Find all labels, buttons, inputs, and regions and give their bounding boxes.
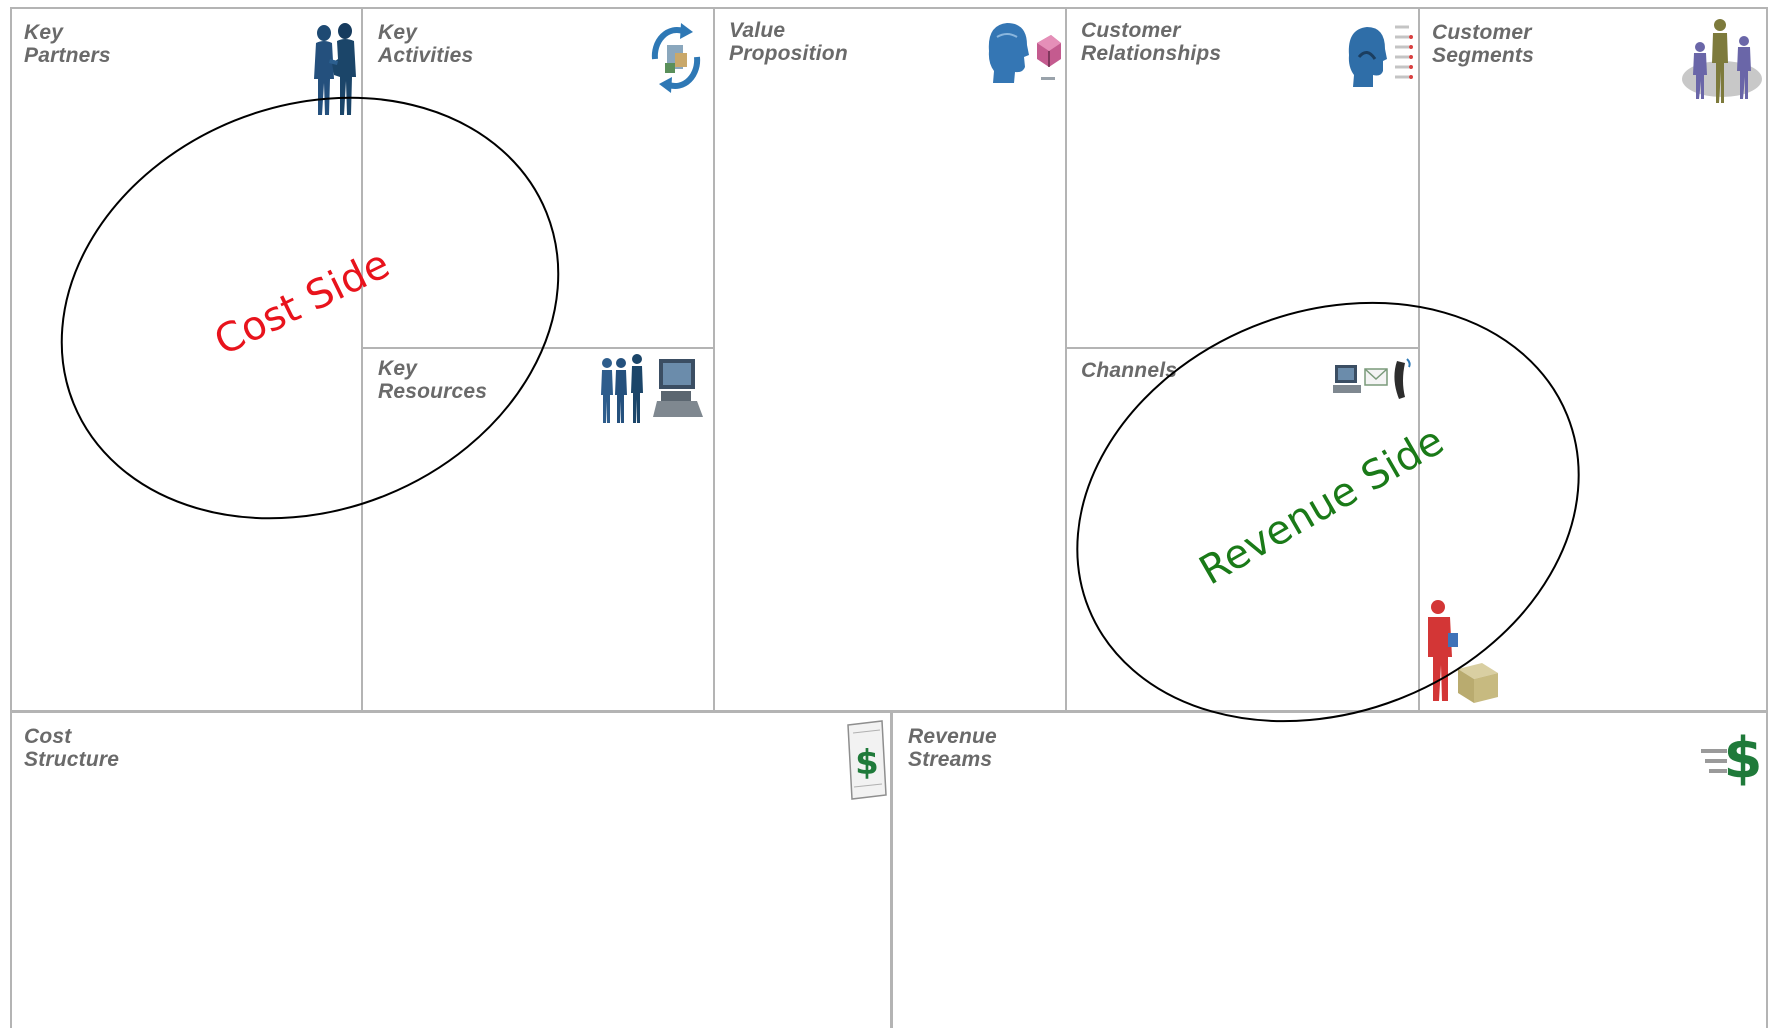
customer-relationships-title: Customer Relationships bbox=[1081, 19, 1222, 65]
customer-segments-block: Customer Segments bbox=[1420, 9, 1766, 710]
customer-segments-title: Customer Segments bbox=[1432, 21, 1534, 67]
divider-col-3 bbox=[1065, 7, 1067, 712]
business-partners-silhouette-icon bbox=[314, 23, 356, 115]
person-with-box-icon bbox=[1428, 600, 1498, 703]
speeding-dollar-icon: $ bbox=[1701, 726, 1763, 787]
computer-mail-phone-icon bbox=[1333, 358, 1411, 399]
head-with-list-icon bbox=[1348, 25, 1413, 87]
group-of-people-icon bbox=[1682, 19, 1762, 103]
divider-relationships-channels bbox=[1066, 347, 1419, 349]
revenue-streams-block: Revenue Streams $ bbox=[893, 713, 1766, 1028]
revenue-side-ellipse bbox=[1076, 301, 1580, 723]
cost-side-ellipse bbox=[60, 96, 560, 520]
head-and-gift-icon bbox=[988, 23, 1061, 83]
customer-relationships-block: Customer Relationships bbox=[1067, 9, 1418, 347]
people-and-computer-icon bbox=[601, 354, 703, 423]
value-proposition-title: Value Proposition bbox=[729, 19, 848, 65]
value-proposition-block: Value Proposition bbox=[715, 9, 1065, 710]
cycle-arrows-icon bbox=[651, 23, 701, 93]
key-activities-title: Key Activities bbox=[378, 21, 474, 67]
key-resources-title: Key Resources bbox=[378, 357, 488, 403]
cost-structure-block: Cost Structure $ bbox=[12, 713, 890, 1028]
dollar-bill-icon: $ bbox=[847, 720, 887, 800]
key-partners-block: Key Partners bbox=[12, 9, 361, 710]
revenue-streams-title: Revenue Streams bbox=[908, 725, 997, 771]
key-partners-title: Key Partners bbox=[24, 21, 111, 67]
svg-text:$: $ bbox=[1724, 726, 1763, 787]
divider-activities-resources bbox=[362, 347, 714, 349]
key-activities-block: Key Activities bbox=[363, 9, 713, 347]
divider-cost-revenue bbox=[890, 711, 893, 1028]
divider-col-4 bbox=[1418, 7, 1420, 712]
divider-upper-lower bbox=[10, 710, 1767, 713]
svg-text:$: $ bbox=[855, 743, 879, 783]
divider-col-2 bbox=[713, 7, 715, 712]
key-resources-block: Key Resources bbox=[363, 349, 713, 710]
divider-col-1 bbox=[361, 7, 363, 712]
frame-left bbox=[10, 7, 12, 1028]
cost-structure-title: Cost Structure bbox=[24, 725, 120, 771]
channels-block: Channels bbox=[1067, 349, 1418, 710]
frame-right bbox=[1766, 7, 1768, 1028]
frame-top bbox=[10, 7, 1767, 9]
channels-title: Channels bbox=[1081, 359, 1178, 382]
